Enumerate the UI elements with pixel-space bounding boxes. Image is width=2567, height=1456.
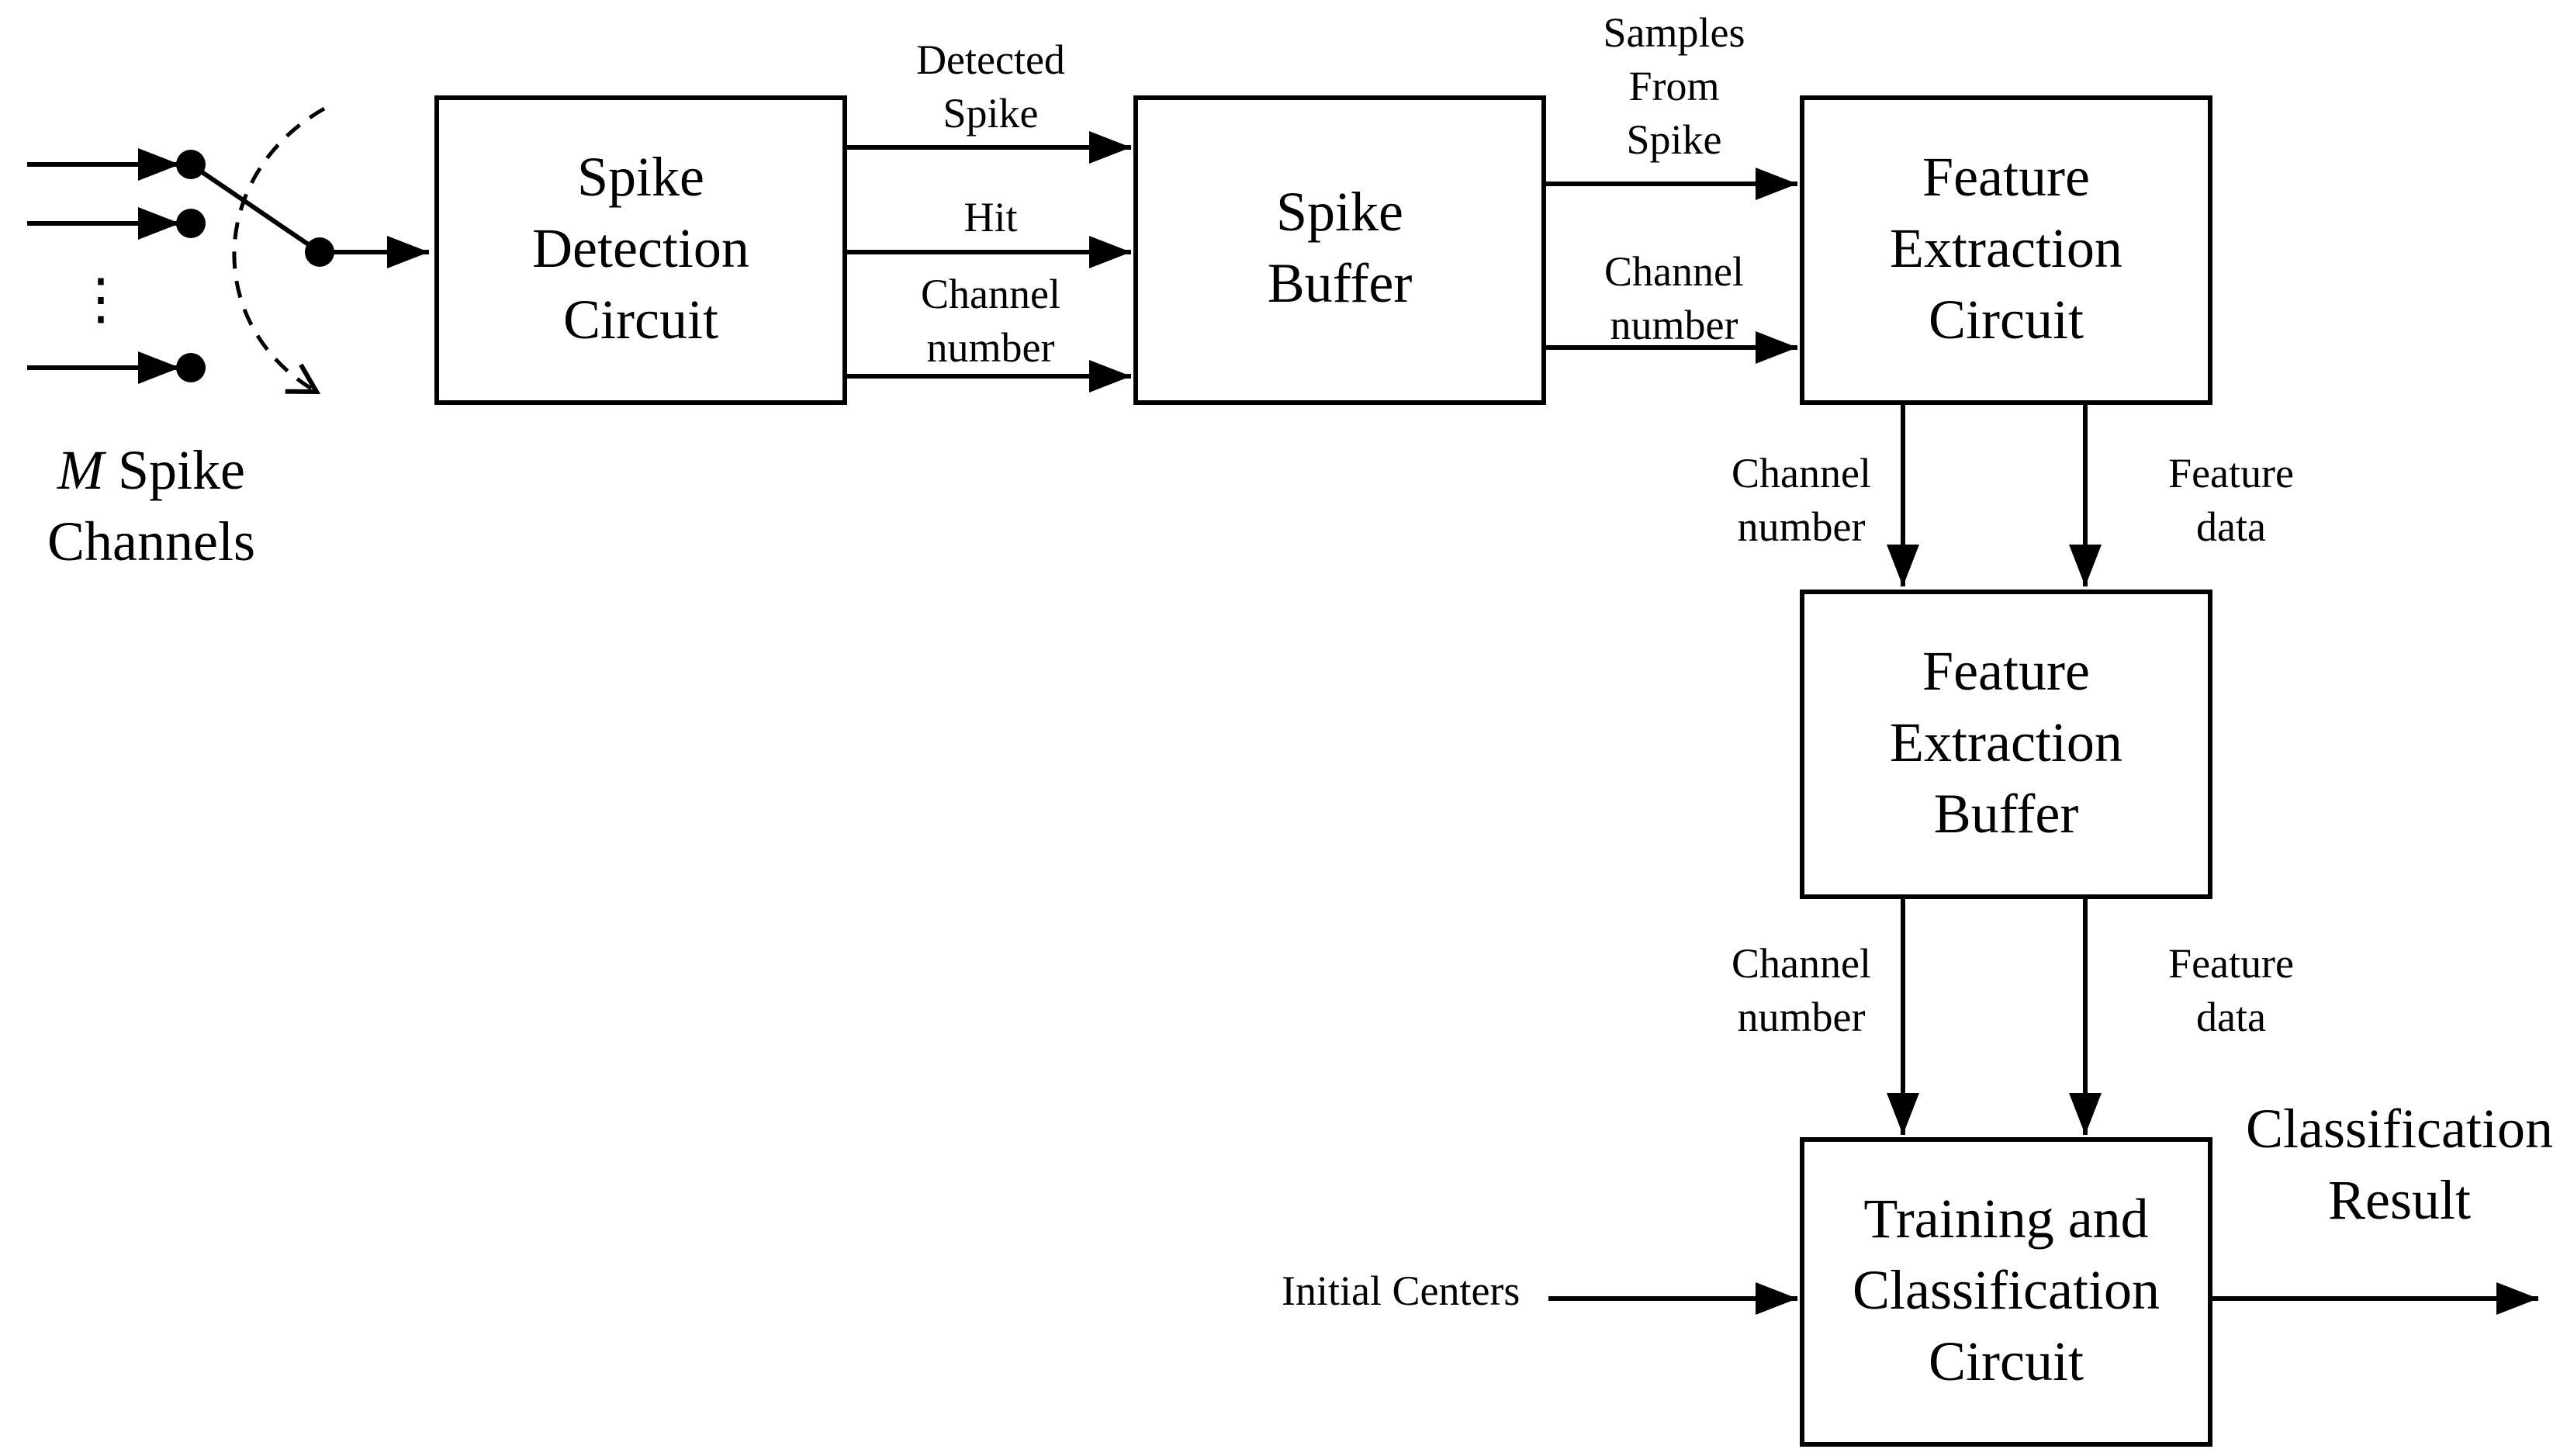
initial-centers-input: Initial Centers xyxy=(1282,1268,1797,1315)
feature-data-2-label-line2: data xyxy=(2196,994,2266,1040)
channel-number-1-label-line2: number xyxy=(927,324,1055,371)
input-multiplexer: ⋮ M Spike Channels xyxy=(27,106,429,572)
detected-spike-label-line1: Detected xyxy=(916,36,1065,83)
feature-extraction-circuit-box xyxy=(1800,95,2212,405)
feature-data-2-label-line1: Feature xyxy=(2168,940,2294,987)
channel-2-node xyxy=(176,209,206,238)
spike-detection-line1: Spike xyxy=(577,146,704,208)
feature-extraction-buffer-block: Feature Extraction Buffer xyxy=(1800,590,2212,899)
channel-number-4-label-line2: number xyxy=(1738,994,1866,1040)
spike-buffer-box xyxy=(1133,95,1546,405)
training-classification-line3: Circuit xyxy=(1929,1330,2084,1392)
feature-data-1-label-line1: Feature xyxy=(2168,450,2294,496)
feature-extraction-circuit-line1: Feature xyxy=(1922,146,2090,208)
spike-detection-line3: Circuit xyxy=(563,289,718,351)
channel-m-node xyxy=(176,353,206,382)
classification-result-line1: Classification xyxy=(2246,1098,2553,1160)
training-classification-line1: Training and xyxy=(1863,1188,2148,1250)
channel-number-4-label-line1: Channel xyxy=(1732,940,1871,987)
feature-extraction-buffer-line3: Buffer xyxy=(1934,783,2079,845)
spike-buffer-line2: Buffer xyxy=(1268,252,1413,314)
samples-label-line1: Samples xyxy=(1604,9,1745,56)
spike-buffer-line1: Spike xyxy=(1276,181,1403,243)
channel-number-3-label-line1: Channel xyxy=(1732,450,1871,496)
samples-label-line2: From xyxy=(1628,63,1719,109)
channel-number-2-label-line1: Channel xyxy=(1604,248,1744,295)
classification-result-line2: Result xyxy=(2328,1169,2471,1231)
hit-label: Hit xyxy=(963,194,1017,240)
switch-arm xyxy=(189,162,321,254)
m-symbol: M xyxy=(57,439,107,501)
spike-detection-box xyxy=(434,95,847,405)
feature-extraction-buffer-line2: Extraction xyxy=(1890,711,2122,773)
input-label-line2: Channels xyxy=(47,510,255,572)
buffer-to-classification-signals: Channel number Feature data xyxy=(1732,897,2294,1135)
feature-extraction-buffer-line1: Feature xyxy=(1922,640,2090,702)
input-label-line1: M Spike xyxy=(57,439,245,501)
feature-extraction-buffer-box xyxy=(1800,590,2212,899)
feature-data-1-label-line2: data xyxy=(2196,503,2266,550)
training-classification-block: Training and Classification Circuit xyxy=(1800,1137,2212,1447)
feature-extraction-circuit-line2: Extraction xyxy=(1890,217,2122,279)
spike-detection-block: Spike Detection Circuit xyxy=(434,95,847,405)
scan-direction-arrow xyxy=(232,106,326,395)
initial-centers-label: Initial Centers xyxy=(1282,1268,1520,1314)
samples-label-line3: Spike xyxy=(1626,116,1721,163)
extraction-to-buffer-signals: Channel number Feature data xyxy=(1732,403,2294,586)
spike-detection-line2: Detection xyxy=(532,217,749,279)
channel-number-1-label-line1: Channel xyxy=(921,271,1060,317)
training-classification-line2: Classification xyxy=(1853,1259,2160,1321)
detection-to-buffer-signals: Detected Spike Hit Channel number xyxy=(845,36,1131,393)
feature-extraction-circuit-line3: Circuit xyxy=(1929,289,2084,351)
buffer-to-extraction-signals: Samples From Spike Channel number xyxy=(1544,9,1797,364)
spike-buffer-block: Spike Buffer xyxy=(1133,95,1546,405)
training-classification-box xyxy=(1800,1137,2212,1447)
classification-result-output: Classification Result xyxy=(2210,1098,2553,1315)
channel-ellipsis: ⋮ xyxy=(73,268,129,330)
feature-extraction-circuit-block: Feature Extraction Circuit xyxy=(1800,95,2212,405)
spike-word: Spike xyxy=(104,439,245,501)
channel-number-2-label-line2: number xyxy=(1610,302,1738,348)
channel-number-3-label-line2: number xyxy=(1738,503,1866,550)
detected-spike-label-line2: Spike xyxy=(943,90,1038,137)
